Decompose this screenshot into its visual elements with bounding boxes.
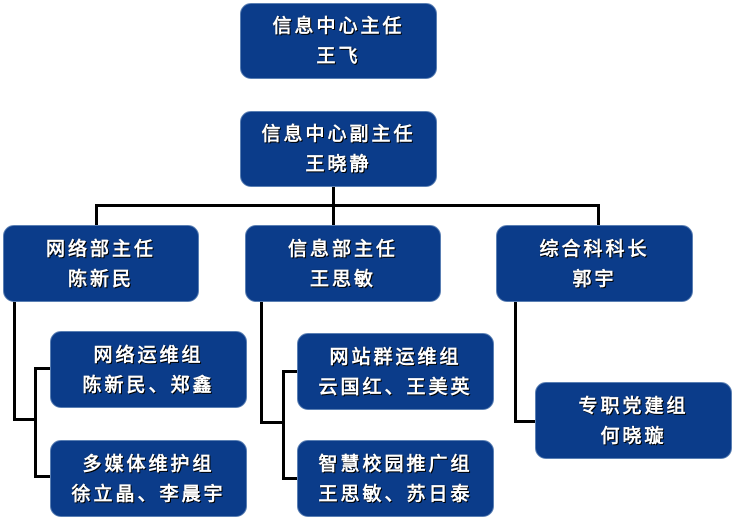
connector-general-down <box>514 300 517 423</box>
node-deputy-director[interactable]: 信息中心副主任 王晓静 <box>240 111 437 187</box>
node-person: 陈新民 <box>67 267 134 290</box>
node-site-ops-group[interactable]: 网站群运维组 云国红、王美英 <box>297 333 494 410</box>
connector-network-children-spine <box>34 367 37 478</box>
connector-to-multimedia <box>34 475 51 478</box>
node-network-head[interactable]: 网络部主任 陈新民 <box>3 225 199 302</box>
node-title: 综合科科长 <box>539 237 650 260</box>
node-person: 陈新民、郑鑫 <box>82 373 215 396</box>
node-party-group[interactable]: 专职党建组 何晓璇 <box>535 382 732 459</box>
node-person: 王飞 <box>316 45 361 67</box>
connector-to-general-head <box>597 204 600 226</box>
node-director[interactable]: 信息中心主任 王飞 <box>240 3 437 79</box>
node-info-head[interactable]: 信息部主任 王思敏 <box>245 225 441 302</box>
node-person: 云国红、王美英 <box>318 375 473 398</box>
connector-info-elbow <box>260 421 284 424</box>
connector-to-network-head <box>95 204 98 226</box>
node-campus-group[interactable]: 智慧校园推广组 王思敏、苏日泰 <box>297 440 494 517</box>
connector-to-campus <box>282 477 299 480</box>
node-person: 徐立晶、李晨宇 <box>71 482 226 505</box>
connector-info-down <box>260 300 263 424</box>
node-title: 信息部主任 <box>287 237 398 260</box>
node-person: 郭宇 <box>572 267 617 290</box>
connector-network-elbow <box>13 418 37 421</box>
connector-bus <box>95 204 600 207</box>
connector-to-party <box>514 420 536 423</box>
node-title: 网站群运维组 <box>329 345 462 368</box>
connector-to-net-ops <box>34 367 51 370</box>
node-person: 王思敏 <box>309 267 376 290</box>
node-net-ops-group[interactable]: 网络运维组 陈新民、郑鑫 <box>50 331 247 408</box>
connector-deputy-down <box>332 186 335 207</box>
node-title: 网络部主任 <box>45 237 156 260</box>
node-person: 王晓静 <box>305 153 372 175</box>
node-title: 网络运维组 <box>93 343 204 366</box>
node-person: 何晓璇 <box>600 424 667 447</box>
node-title: 智慧校园推广组 <box>318 452 473 475</box>
node-title: 专职党建组 <box>578 394 689 417</box>
node-title: 信息中心副主任 <box>261 123 416 145</box>
connector-to-site-ops <box>282 370 299 373</box>
connector-to-info-head <box>332 204 335 226</box>
connector-network-down <box>13 300 16 421</box>
connector-info-children-spine <box>282 370 285 480</box>
node-title: 多媒体维护组 <box>82 452 215 475</box>
node-general-head[interactable]: 综合科科长 郭宇 <box>496 225 693 302</box>
node-title: 信息中心主任 <box>272 15 405 37</box>
node-multimedia-group[interactable]: 多媒体维护组 徐立晶、李晨宇 <box>50 440 247 517</box>
node-person: 王思敏、苏日泰 <box>318 482 473 505</box>
